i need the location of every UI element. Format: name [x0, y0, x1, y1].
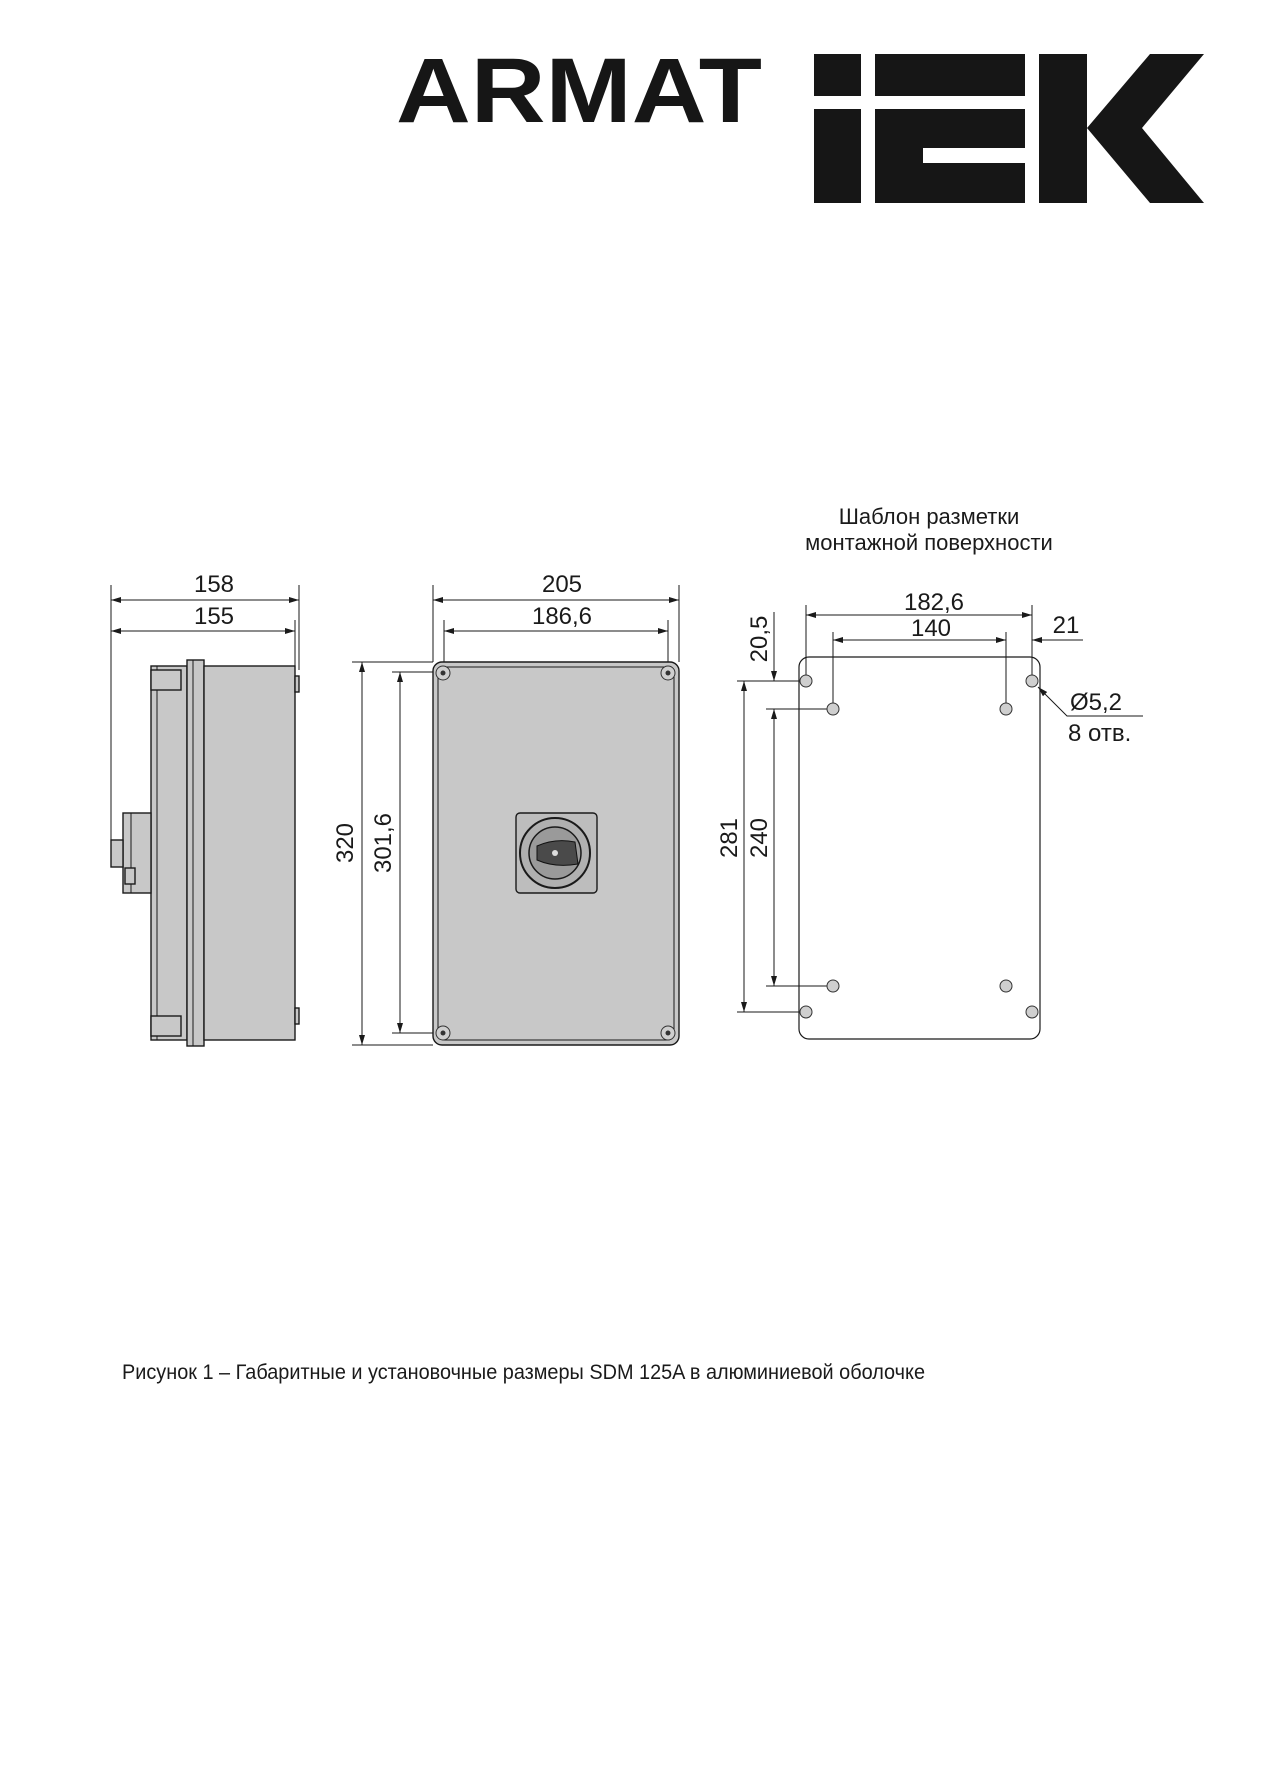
logo-armat-text: ARMAT — [396, 40, 762, 142]
dim-155: 155 — [194, 603, 234, 630]
dim-240: 240 — [746, 818, 773, 858]
dim-158: 158 — [194, 571, 234, 598]
hole-diameter-label: Ø5,2 — [1070, 689, 1122, 716]
hole-count-label: 8 отв. — [1068, 720, 1131, 747]
front-view: 205 186,6 320 301,6 — [332, 571, 680, 1046]
figure-caption: Рисунок 1 – Габаритные и установочные ра… — [122, 1361, 925, 1384]
side-switch-shaft — [110, 839, 124, 868]
dim-20-5: 20,5 — [746, 616, 773, 663]
side-view: 158 155 — [110, 571, 300, 1047]
dim-21: 21 — [1053, 612, 1080, 639]
hole-callout-leader — [1037, 686, 1143, 717]
dim-140: 140 — [911, 615, 951, 642]
rotary-switch — [515, 812, 598, 894]
armat-iek-logo: ARMAT — [396, 40, 1204, 203]
side-body — [203, 665, 296, 1041]
dim-320: 320 — [332, 823, 359, 863]
dim-205: 205 — [542, 571, 582, 598]
mounting-template: Шаблон разметки монтажной поверхности 18… — [716, 504, 1143, 1040]
dim-281: 281 — [716, 818, 743, 858]
side-flange — [186, 659, 205, 1047]
dim-301-6: 301,6 — [370, 813, 397, 873]
dim-182-6: 182,6 — [904, 589, 964, 616]
logo-iek-mark — [814, 54, 1204, 203]
template-title-line1: Шаблон разметки — [839, 504, 1020, 529]
dim-186-6: 186,6 — [532, 603, 592, 630]
side-cover — [150, 665, 188, 1041]
template-outline — [798, 656, 1041, 1040]
mounting-holes — [799, 674, 1039, 1019]
cover-screws — [435, 665, 676, 1041]
template-title-line2: монтажной поверхности — [805, 530, 1053, 555]
